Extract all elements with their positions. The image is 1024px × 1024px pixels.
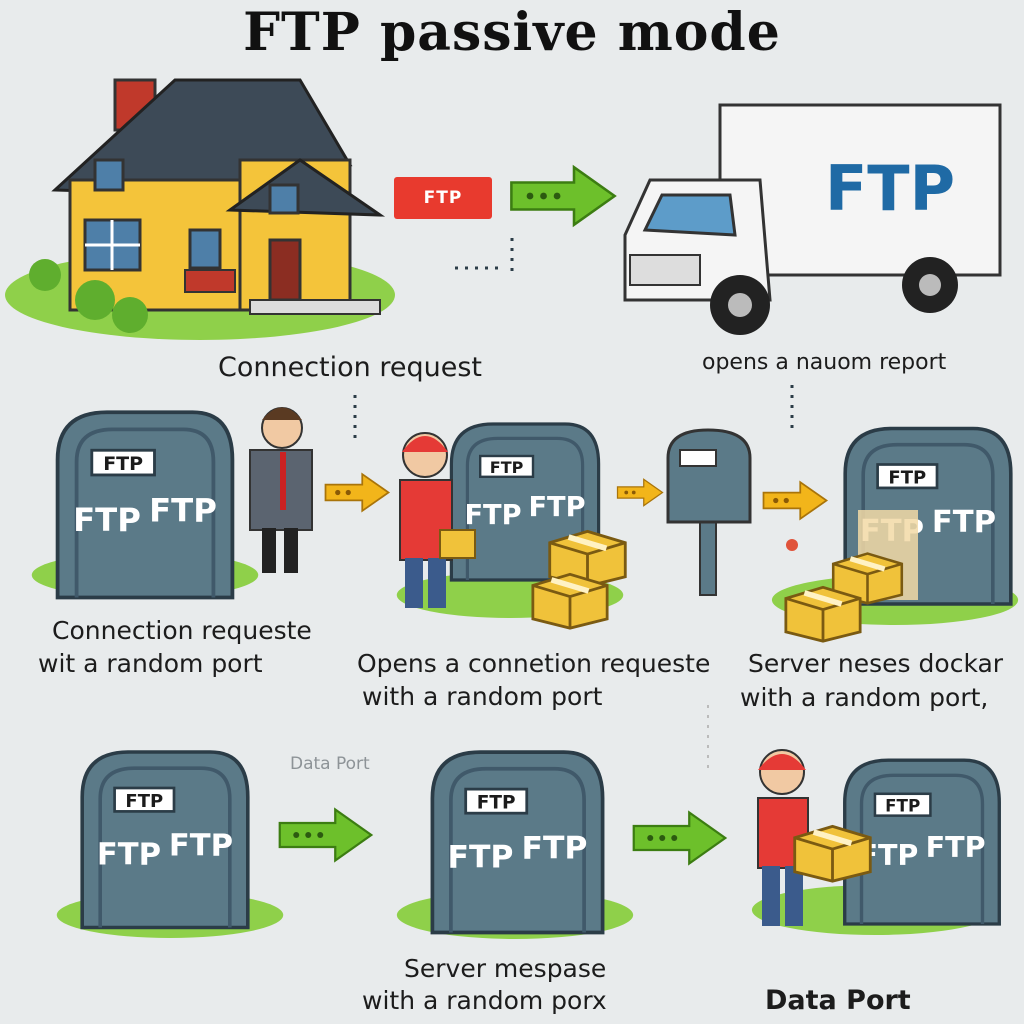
ftp-box-4 bbox=[80, 750, 250, 930]
arrow-to-truck bbox=[509, 165, 617, 227]
man-figure bbox=[249, 407, 313, 573]
courier-figure-1 bbox=[399, 432, 476, 608]
label-data-port-faint: Data Port bbox=[290, 754, 370, 774]
ftp-request-tag: FTP bbox=[394, 177, 492, 219]
label-opens-conn-line1: Opens a connetion requeste bbox=[357, 649, 711, 678]
package-4 bbox=[786, 587, 860, 641]
label-server-needs-line1: Server neses dockar bbox=[748, 649, 1004, 678]
label-connection-request: Connection request bbox=[218, 352, 482, 383]
arrow-row3-b bbox=[632, 811, 727, 865]
package-5 bbox=[795, 826, 871, 881]
ftp-box-1 bbox=[55, 410, 235, 600]
arrow-row3-a bbox=[278, 808, 373, 862]
arrow-row2-c bbox=[762, 481, 828, 520]
label-server-response-line2: with a random porx bbox=[362, 986, 607, 1015]
label-server-response-line1: Server mespase bbox=[404, 954, 607, 983]
truck-label: FTP bbox=[825, 152, 955, 225]
package-2 bbox=[533, 574, 607, 628]
label-opens-random-port: opens a nauom report bbox=[702, 350, 947, 375]
arrow-row2-a bbox=[324, 473, 390, 512]
label-conn-request-line1: Connection requeste bbox=[52, 616, 312, 645]
arrow-row2-b bbox=[616, 478, 664, 507]
label-conn-request-line2: wit a random port bbox=[38, 649, 263, 678]
label-data-port: Data Port bbox=[765, 985, 911, 1016]
ftp-box-5 bbox=[430, 750, 605, 935]
label-server-needs-line2: with a random port, bbox=[740, 683, 989, 712]
house-illustration bbox=[5, 78, 395, 340]
diagram-title: FTP passive mode bbox=[243, 2, 781, 63]
label-opens-conn-line2: with a random port bbox=[362, 682, 603, 711]
mailbox bbox=[666, 428, 752, 596]
truck-illustration: FTP bbox=[623, 103, 1002, 335]
